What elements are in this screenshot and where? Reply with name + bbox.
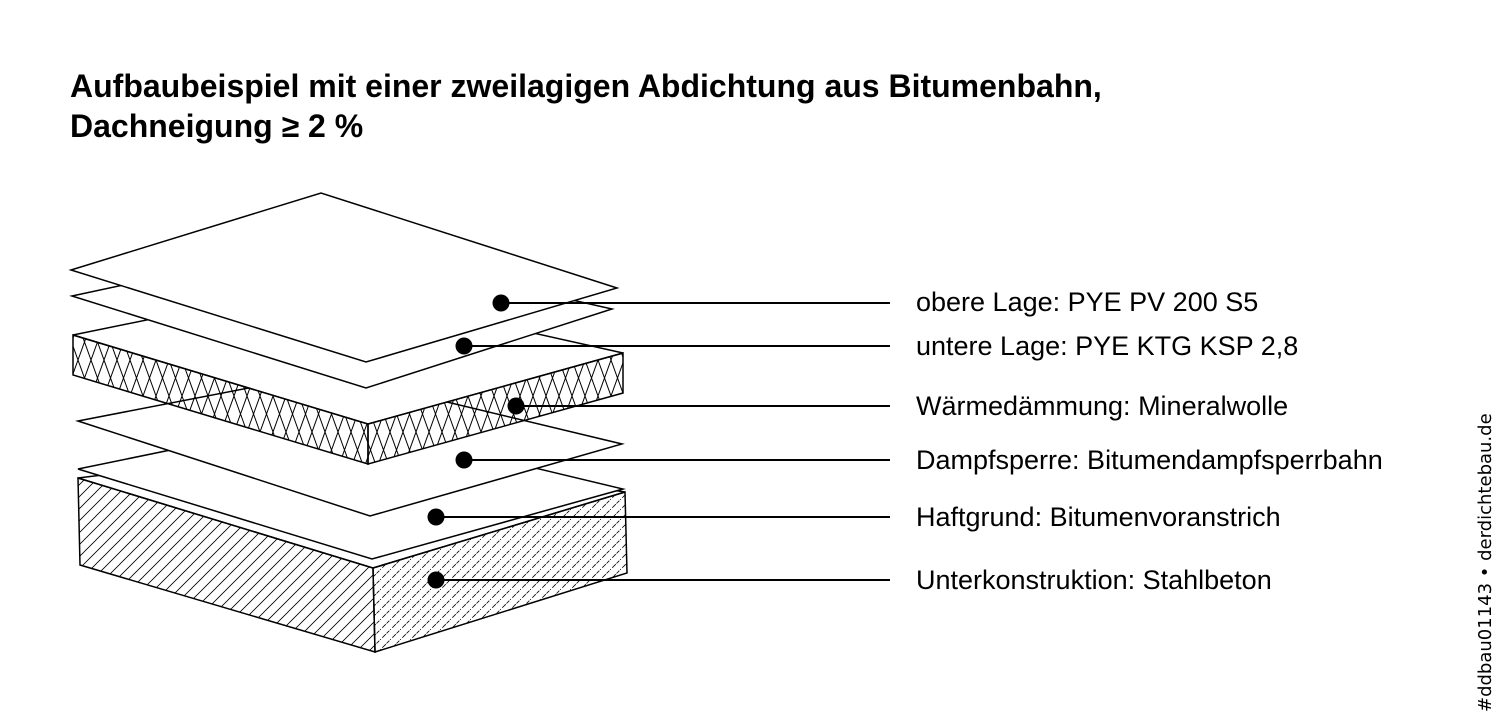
marker-dot — [427, 508, 445, 526]
title-line-2: Dachneigung ≥ 2 % — [70, 108, 364, 144]
leader-untere-lage — [455, 337, 890, 355]
label-unterkonstruktion: Unterkonstruktion: Stahlbeton — [916, 565, 1272, 595]
leader-dampfsperre — [455, 451, 890, 469]
label-waermedaemmung: Wärmedämmung: Mineralwolle — [916, 391, 1288, 421]
label-haftgrund: Haftgrund: Bitumenvoranstrich — [916, 502, 1281, 532]
upper-ply-sheet — [68, 192, 620, 363]
layer-obere-lage — [68, 192, 620, 363]
leader-unterkonstruktion — [427, 571, 890, 589]
marker-dot — [455, 337, 473, 355]
insulation-side-face — [367, 352, 624, 465]
leader-waermedaemmung — [507, 397, 890, 415]
label-obere-lage: obere Lage: PYE PV 200 S5 — [916, 287, 1258, 317]
marker-dot — [455, 451, 473, 469]
label-dampfsperre: Dampfsperre: Bitumendampfsperrbahn — [916, 445, 1383, 475]
leader-haftgrund — [427, 508, 890, 526]
diagram-title: Aufbaubeispiel mit einer zweilagigen Abd… — [70, 66, 1370, 146]
title-line-1: Aufbaubeispiel mit einer zweilagigen Abd… — [70, 68, 1102, 104]
marker-dot — [492, 294, 510, 312]
credit-text: #ddbau01143 • derdichtebau.de — [1475, 413, 1496, 712]
marker-dot — [507, 397, 525, 415]
label-untere-lage: untere Lage: PYE KTG KSP 2,8 — [916, 331, 1298, 361]
marker-dot — [427, 571, 445, 589]
leader-obere-lage — [492, 294, 890, 312]
